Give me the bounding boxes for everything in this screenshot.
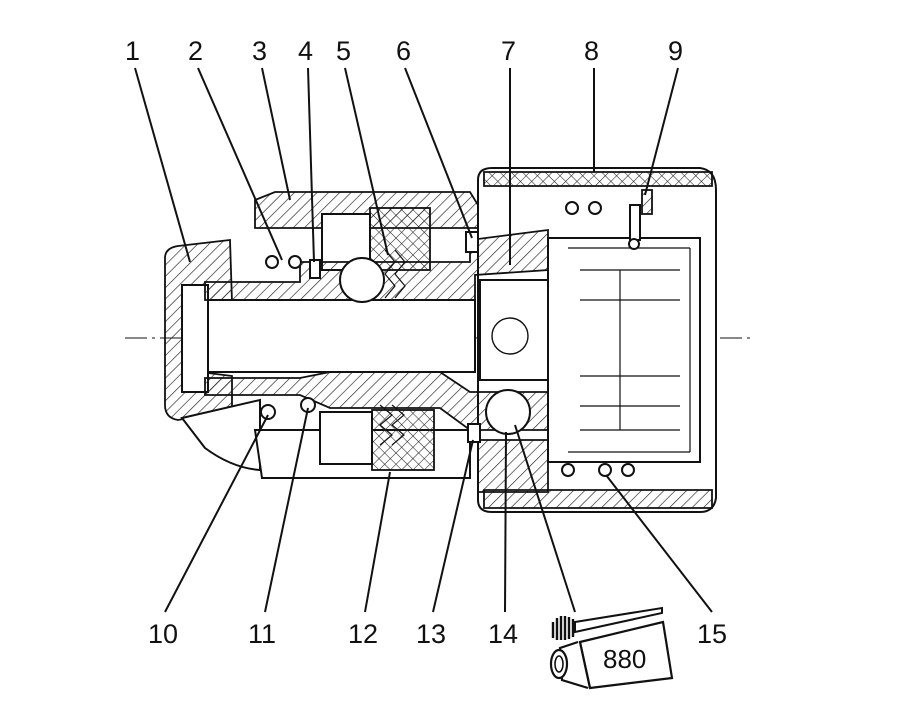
- leader-lines: [134, 67, 713, 613]
- pin-plate: [641, 189, 653, 215]
- assembly-drawing: [125, 167, 755, 513]
- locking-ball-lower: [485, 389, 531, 435]
- lower-crosshatch-block: [371, 409, 435, 471]
- leader-14b: [514, 424, 576, 613]
- callout-11: 11: [248, 619, 276, 649]
- pin-head: [628, 238, 640, 250]
- leader-6: [404, 67, 473, 239]
- collar-block-upper: [479, 279, 549, 381]
- spindle-bore: [207, 299, 476, 373]
- locking-collar: [477, 439, 549, 493]
- retaining-pin: [629, 204, 641, 241]
- o-ring-d: [588, 201, 602, 215]
- leader-4: [307, 67, 315, 263]
- leader-14: [504, 431, 507, 613]
- leader-10: [164, 414, 269, 613]
- callout-7: 7: [501, 36, 516, 66]
- chuck-end-face: [568, 247, 691, 453]
- grease-tube-icon: 880: [549, 620, 674, 690]
- callout-12: 12: [348, 619, 378, 649]
- leader-12: [364, 471, 391, 613]
- nose-bore: [181, 284, 209, 393]
- callout-6: 6: [396, 36, 411, 66]
- o-ring-b: [288, 255, 302, 269]
- callout-4: 4: [298, 36, 313, 66]
- ring-13: [467, 423, 481, 443]
- o-ring-f: [598, 463, 612, 477]
- leader-5: [344, 67, 389, 256]
- callout-2: 2: [188, 36, 203, 66]
- leader-9: [644, 67, 679, 196]
- leader-3: [261, 67, 291, 201]
- ring-4: [309, 259, 321, 279]
- callout-15: 15: [697, 619, 727, 649]
- leader-13: [432, 439, 474, 613]
- leader-2: [197, 67, 283, 261]
- callout-5: 5: [336, 36, 351, 66]
- callout-14: 14: [488, 619, 518, 649]
- seal-lower-left: [260, 404, 276, 420]
- grease-tube-label: 880: [603, 644, 646, 674]
- callout-1: 1: [125, 36, 140, 66]
- callout-10: 10: [148, 619, 178, 649]
- leader-11: [264, 407, 309, 613]
- chuck-end-body: [547, 237, 701, 463]
- callout-3: 3: [252, 36, 267, 66]
- leader-15: [605, 474, 713, 613]
- ring-6: [465, 231, 479, 253]
- o-ring-c: [565, 201, 579, 215]
- locking-ball-upper: [339, 257, 385, 303]
- spring-lower: [379, 404, 405, 446]
- brush-icon: [551, 606, 663, 640]
- callout-8: 8: [584, 36, 599, 66]
- outer-sleeve-hatched-wall: [483, 171, 713, 187]
- o-ring-e: [561, 463, 575, 477]
- callout-numbers: 1 2 3 4 5 6 7 8 9 10 11 12 13 14 15: [125, 36, 727, 649]
- o-ring-a: [265, 255, 279, 269]
- callout-9: 9: [668, 36, 683, 66]
- lower-pad: [319, 411, 373, 465]
- spring-upper: [384, 249, 406, 299]
- bore-ball: [491, 317, 529, 355]
- leader-1: [134, 67, 191, 263]
- o-ring-g: [621, 463, 635, 477]
- callout-13: 13: [416, 619, 446, 649]
